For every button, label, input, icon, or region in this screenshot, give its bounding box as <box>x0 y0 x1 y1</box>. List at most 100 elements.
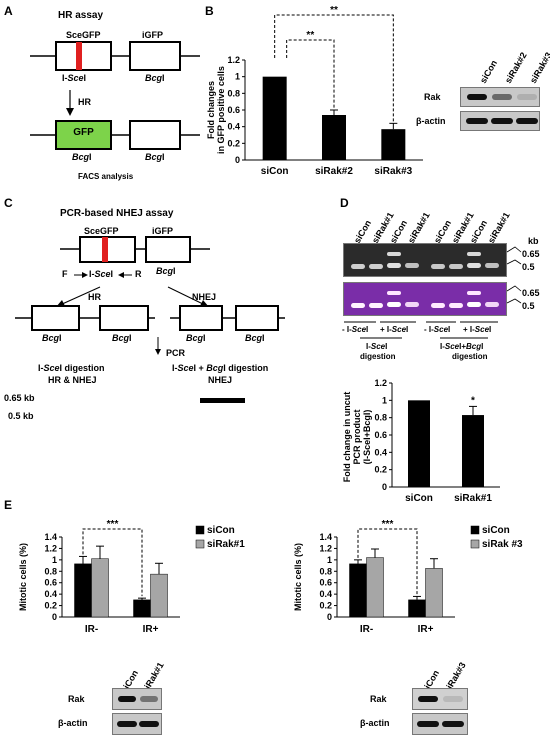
c-bcg-2: BcgI <box>112 333 132 343</box>
gel-group-2-label: I-SceI+BcgI <box>440 342 484 351</box>
gel-size-05-b: 0.5 <box>522 301 535 311</box>
chart-b-ytick-label-2: 0.4 <box>227 122 240 132</box>
gfp-box-label: GFP <box>73 127 94 138</box>
nhej-construct-diagram <box>15 236 285 355</box>
chart-d-ylabel: Fold change in uncutPCR product(I-SceI+B… <box>342 392 372 483</box>
blot-b-rak-band-2 <box>492 94 512 100</box>
chart-e-right-legend-swatch-0 <box>470 525 480 535</box>
chart-e-left-bar-siRak1-1 <box>150 573 168 618</box>
chart-e-left-ytick-label-5: 1 <box>52 555 57 565</box>
chart-e-right-bar-siRak3-1 <box>425 568 443 618</box>
gel-group-lines <box>344 321 498 339</box>
chart-e-left-ytick-label-6: 1.2 <box>44 543 57 553</box>
blot-b-rak-strip <box>460 87 540 107</box>
c-primer-f: F <box>62 269 68 279</box>
c-bcg-label: BcgI <box>156 266 176 276</box>
chart-e-left-legend-label-0: siCon <box>207 525 235 536</box>
chart-e-right-ytick-label-7: 1.4 <box>319 532 332 542</box>
c-igfp-label: iGFP <box>152 226 174 236</box>
gel-size-065-a: 0.65 <box>522 249 540 259</box>
bcg-label-right: BcgI <box>145 152 165 162</box>
chart-b-bar-0 <box>262 76 287 160</box>
chart-e-right-xtick-label-0: IR- <box>360 624 373 635</box>
chart-d-ytick-label-3: 0.6 <box>374 430 387 440</box>
chart-e-left-ytick-label-0: 0 <box>52 612 57 622</box>
chart-e-left-ytick-label-2: 0.4 <box>44 589 57 599</box>
gel-group-1-label: I-SceI <box>366 342 388 351</box>
blot-el-row-actin: β-actin <box>58 718 88 728</box>
chart-d-ytick-label-1: 0.2 <box>374 465 387 475</box>
chart-b-xtick-label-2: siRak#3 <box>374 166 412 177</box>
chart-d-ytick-label-0: 0 <box>382 482 387 492</box>
chart-b-ytick-label-6: 1.2 <box>227 55 240 65</box>
chart-b-ytick-label-5: 1 <box>235 72 240 82</box>
blot-b-row-actin: β-actin <box>416 116 446 126</box>
chart-e-right-ytick-label-6: 1.2 <box>319 543 332 553</box>
chart-e-left-legend-label-1: siRak#1 <box>207 539 245 550</box>
blot-er-actin-strip <box>412 713 468 735</box>
c-sce-gfp-label: SceGFP <box>84 226 119 236</box>
gel-kb-unit: kb <box>528 236 539 246</box>
bcg-site-label: BcgI <box>145 73 165 83</box>
chart-b-ylabel: Fold changesin GFP positive cells <box>206 66 226 154</box>
chart-e-left-ytick-label-4: 0.8 <box>44 566 57 576</box>
c-kb-05: 0.5 kb <box>8 411 34 421</box>
chart-b-ytick-label-3: 0.6 <box>227 105 240 115</box>
c-primer-r: R <box>135 269 142 279</box>
chart-e-right-ytick-label-0: 0 <box>327 612 332 622</box>
blot-b-lane-1: siCon <box>478 58 500 85</box>
chart-b-bar-2 <box>381 129 406 160</box>
c-digestion-left: I-SceI digestion <box>38 363 105 373</box>
chart-d-sig: * <box>471 395 475 406</box>
panel-e-label: E <box>4 498 13 512</box>
panel-a-title: HR assay <box>58 10 104 21</box>
chart-b-ytick-label-0: 0 <box>235 155 240 165</box>
chart-e-left-xtick-label-0: IR- <box>85 624 98 635</box>
chart-e-left-ytick-label-7: 1.4 <box>44 532 57 542</box>
gel-size-05-a: 0.5 <box>522 262 535 272</box>
chart-e-right-bar-siCon-0 <box>349 563 367 618</box>
chart-e-left-bar-siCon-1 <box>133 599 151 618</box>
blot-er-row-rak: Rak <box>370 694 387 704</box>
blot-el-row-rak: Rak <box>68 694 85 704</box>
blot-b-actin-band-1 <box>466 118 488 124</box>
igfp-label: iGFP <box>142 30 164 40</box>
chart-e-left-xtick-label-1: IR+ <box>143 624 159 635</box>
chart-e-right-ytick-label-5: 1 <box>327 555 332 565</box>
blot-b-actin-strip <box>460 111 540 131</box>
chart-e-right-ylabel: Mitotic cells (%) <box>293 543 303 611</box>
hr-construct-diagram <box>30 41 200 150</box>
chart-e-right-legend-label-1: siRak #3 <box>482 539 523 550</box>
blot-el-rak-strip <box>112 688 162 710</box>
chart-e-left-ylabel: Mitotic cells (%) <box>18 543 28 611</box>
blot-er-row-actin: β-actin <box>360 718 390 728</box>
chart-e-left-ytick-label-3: 0.6 <box>44 578 57 588</box>
isce-site-label: I-SceI <box>62 73 87 83</box>
chart-e-left-ytick-label-1: 0.2 <box>44 601 57 611</box>
chart-b-ytick-label-1: 0.2 <box>227 138 240 148</box>
gel-minus-isce-2: - I-SceI <box>424 325 451 334</box>
gel-lane-5: siCon <box>432 218 454 245</box>
panel-a-label: A <box>4 4 13 18</box>
c-digestion-right-sub: NHEJ <box>208 375 233 385</box>
c-nhej-label: NHEJ <box>192 292 217 302</box>
gel-lane-4: siRak#1 <box>406 210 432 245</box>
chart-e-right-ytick-label-3: 0.6 <box>319 578 332 588</box>
chart-e-left-legend-swatch-1 <box>195 539 205 549</box>
c-bcg-3: BcgI <box>186 333 206 343</box>
chart-b-ytick-label-4: 0.8 <box>227 88 240 98</box>
gel-grayscale <box>343 243 507 277</box>
chart-b-sig-bracket-1 <box>286 39 335 108</box>
blot-b-actin-band-2 <box>491 118 513 124</box>
gel-lane-1: siCon <box>352 218 374 245</box>
c-isce-label: I-SceI <box>89 269 114 279</box>
c-digestion-right: I-SceI + BcgI digestion <box>172 363 269 373</box>
gel-lane-8: siRak#1 <box>486 210 512 245</box>
blot-b-lane-3: siRak#3 <box>528 50 550 85</box>
c-hr-label: HR <box>88 292 101 302</box>
hr-arrow-label: HR <box>78 97 91 107</box>
gel-size-065-b: 0.65 <box>522 288 540 298</box>
c-bcg-4: BcgI <box>245 333 265 343</box>
